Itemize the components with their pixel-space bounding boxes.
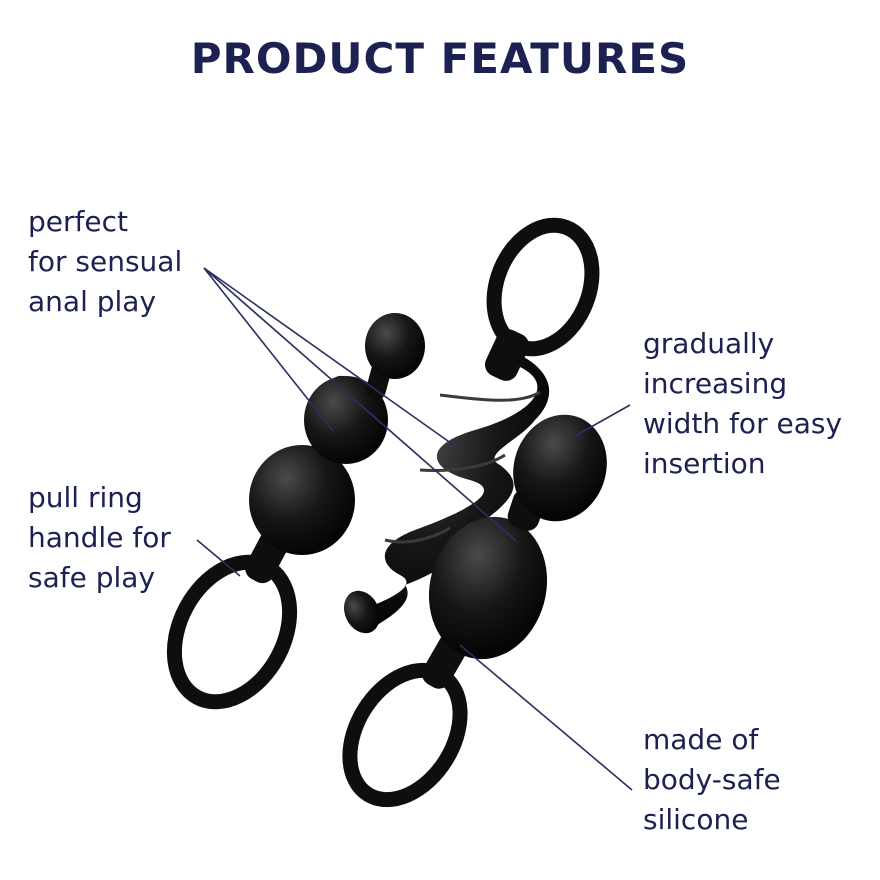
feature-line: insertion xyxy=(643,447,766,480)
twisted-plug-image xyxy=(344,217,600,634)
page-title: PRODUCT FEATURES xyxy=(190,34,690,83)
feature-line: gradually xyxy=(643,327,775,360)
feature-line: silicone xyxy=(643,803,749,836)
feature-line: body-safe xyxy=(643,763,781,796)
feature-line: for sensual xyxy=(28,245,183,278)
feature-line: made of xyxy=(643,723,759,756)
beaded-plug-image xyxy=(166,313,425,710)
feature-line: safe play xyxy=(28,561,156,594)
feature-line: perfect xyxy=(28,205,128,238)
feature-line: anal play xyxy=(28,285,157,318)
feature-line: width for easy xyxy=(643,407,843,440)
feature-label-gradual-width: gradually increasing width for easy inse… xyxy=(643,324,842,484)
feature-label-pull-ring: pull ring handle for safe play xyxy=(28,478,171,598)
feature-label-perfect: perfect for sensual anal play xyxy=(28,202,182,322)
feature-line: pull ring xyxy=(28,481,143,514)
feature-label-body-safe: made of body-safe silicone xyxy=(643,720,781,840)
teardrop-plug-image xyxy=(342,414,607,808)
feature-line: handle for xyxy=(28,521,171,554)
callout-lines xyxy=(196,267,633,791)
feature-line: increasing xyxy=(643,367,788,400)
